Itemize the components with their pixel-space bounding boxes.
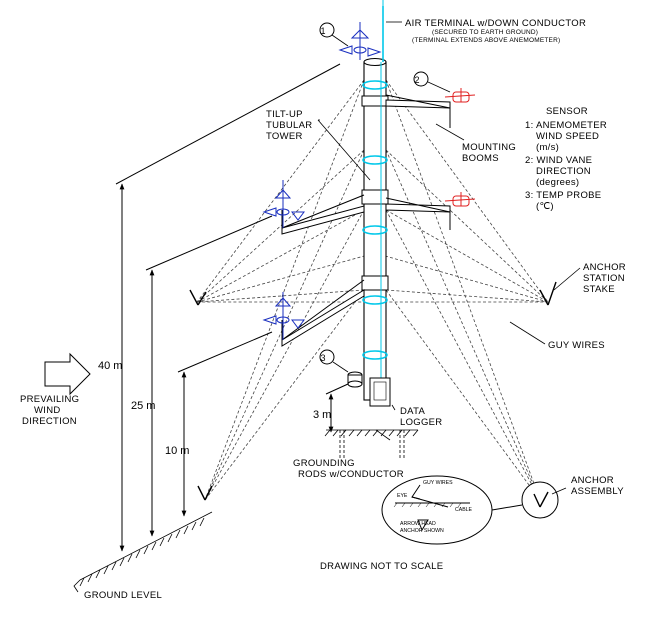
detail-arrow-head-2: ANCHOR SHOWN [400,528,444,534]
callout-1-circle [319,22,335,38]
air-terminal [380,0,384,400]
sensor-legend-1a: 1: ANEMOMETER [525,120,607,131]
anchor-assembly [521,481,559,519]
anemometer-middle [262,180,305,228]
tower-label-3: TOWER [266,131,303,142]
tower-label-2: TUBULAR [266,120,312,131]
callout-3-circle [319,349,335,365]
anemometer-lower [262,292,305,340]
data-logger [369,377,391,407]
anchor-stake-label-2: STATION [583,273,625,284]
anchor-stake-label-3: STAKE [583,284,615,295]
dimension-40m: 40 m [98,360,122,372]
not-to-scale-note: DRAWING NOT TO SCALE [320,561,443,572]
anchor-stake-right [539,281,557,306]
grounding-rods [339,430,405,458]
anchor-detail-bubble [381,475,523,545]
tower-base-hatch [324,429,419,437]
wind-vane-upper [444,88,476,103]
dimension-lines [115,63,349,552]
guy-wires-label: GUY WIRES [548,340,605,351]
mounting-booms [281,94,451,347]
dimension-10m: 10 m [165,445,189,457]
prevailing-label-1: PREVAILING [20,394,79,405]
tubular-tower [361,58,389,401]
callout-2-circle [413,71,429,87]
callout-1: 1 [320,26,325,36]
detail-guy-wires: GUY WIRES [423,480,453,486]
air-terminal-note-1: (SECURED TO EARTH GROUND) [432,29,538,36]
grounding-label-2: RODS w/CONDUCTOR [298,469,404,480]
anchor-assembly-label-2: ASSEMBLY [571,486,624,497]
sensor-legend-1b: WIND SPEED [536,131,599,142]
detail-eye: EYE [397,493,408,499]
sensor-legend-2b: DIRECTION [536,166,591,177]
anchor-stake-left [189,289,207,306]
data-logger-label-1: DATA [400,406,425,417]
air-terminal-note-2: (TERMINAL EXTENDS ABOVE ANEMOMETER) [412,37,560,44]
sensor-legend-2c: (degrees) [536,177,579,188]
anchor-assembly-label-1: ANCHOR [571,475,614,486]
sensor-legend-3b: (℃) [536,201,554,212]
guy-wires [196,79,549,501]
dimension-25m: 25 m [131,400,155,412]
detail-arrow-head-1: ARROW HEAD [400,521,436,527]
sensor-legend-title: SENSOR [546,106,588,117]
prevailing-label-2: WIND [34,405,61,416]
prevailing-label-3: DIRECTION [22,416,77,427]
anemometer-top [338,22,382,60]
tower-label-1: TILT-UP [266,109,303,120]
wind-vane-middle [444,192,476,207]
anchor-stake-label-1: ANCHOR [583,262,626,273]
booms-label-2: BOOMS [462,153,499,164]
prevailing-wind-arrow [44,352,91,396]
ground-level-label: GROUND LEVEL [84,590,162,601]
sensor-legend-3a: 3: TEMP PROBE [525,190,601,201]
sensor-legend-1c: (m/s) [536,142,559,153]
dimension-3m: 3 m [313,409,331,421]
grounding-label-1: GROUNDING [293,458,355,469]
booms-label-1: MOUNTING [462,142,516,153]
detail-cable: CABLE [455,507,473,513]
anchor-front-left [197,485,213,501]
data-logger-label-2: LOGGER [400,417,442,428]
callout-2: 2 [414,75,419,85]
sensor-legend-2a: 2: WIND VANE [525,155,592,166]
ground-level-hatch [79,511,213,587]
leader-lines [73,21,581,593]
callout-3: 3 [320,353,325,363]
temp-probe [347,371,363,388]
air-terminal-label: AIR TERMINAL w/DOWN CONDUCTOR [405,18,586,29]
